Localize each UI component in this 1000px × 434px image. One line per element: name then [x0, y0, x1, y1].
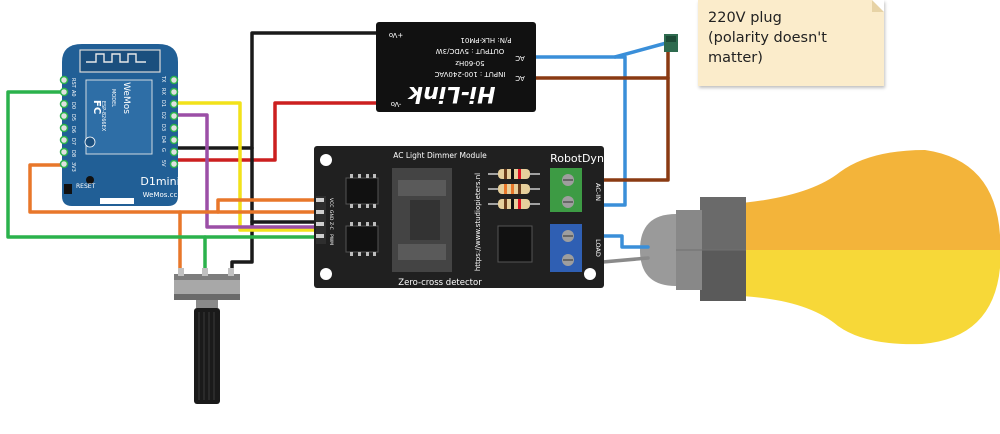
- wemos-d1mini: WeMos MODEL ESP-8266EX FC RESET D1mini W…: [59, 44, 180, 206]
- wire-green: [6, 90, 207, 276]
- wemos-pin-label: RX: [160, 88, 166, 95]
- wemos-pin-rst: [59, 75, 69, 85]
- dimmer-brand: RobotDyn: [550, 152, 604, 165]
- bulb-base-tip: [640, 214, 676, 286]
- wemos-pin-rx: [169, 87, 179, 97]
- wemos-brand: WeMos: [121, 82, 131, 114]
- resistors: [488, 169, 540, 209]
- wemos-pin-label: D2: [160, 112, 166, 119]
- dimmer-load: LOAD: [594, 239, 602, 257]
- wemos-pin-d1: [169, 99, 179, 109]
- light-bulb: [640, 150, 1000, 345]
- wemos-pin-label: D5: [70, 114, 76, 121]
- wire-blue: [533, 40, 672, 59]
- pot-knob: [194, 308, 220, 404]
- hilink-pin-ac2: AC: [515, 74, 525, 82]
- hilink-pin-vo-minus: -Vo: [391, 100, 402, 108]
- wemos-pin-label: D1: [160, 100, 166, 107]
- wemos-chip: ESP-8266EX: [100, 101, 106, 132]
- hilink-pin-vo-plus: +Vo: [389, 31, 403, 39]
- wemos-pin-label: RST: [70, 78, 76, 89]
- wire-black: [230, 31, 384, 276]
- wemos-pin-label: D4: [160, 136, 166, 143]
- wemos-pin-3v3: [59, 159, 69, 169]
- wemos-pin-d4: [169, 135, 179, 145]
- wemos-pin-label: A0: [70, 90, 76, 97]
- dimmer-pin-z-c: [316, 222, 324, 226]
- optocoupler-1: [345, 177, 379, 205]
- hilink-input: INPUT : 100-240VAC: [434, 70, 505, 78]
- wire-red: [174, 101, 384, 162]
- dimmer-website: https://www.studiopieters.nl: [474, 173, 482, 271]
- wemos-model-label: MODEL: [110, 89, 116, 107]
- wemos-pin-d6: [59, 123, 69, 133]
- wemos-pin-a0: [59, 87, 69, 97]
- hilink-brand: Hi-Link: [407, 81, 495, 106]
- ac-plug: [664, 34, 678, 52]
- dimmer-ac-in: AC-IN: [594, 183, 602, 201]
- moc-chip: [497, 225, 533, 263]
- wire-yellow: [174, 101, 320, 232]
- wemos-pin-d2: [169, 111, 179, 121]
- dimmer-pin-label: VCC: [328, 198, 334, 207]
- dimmer-pin-gnd: [316, 210, 324, 214]
- note-fold: [872, 0, 884, 12]
- bulb-glass-bottom: [742, 250, 1000, 345]
- wemos-pin-5v: [169, 159, 179, 169]
- note-220v-plug: 220V plug (polarity doesn't matter): [698, 0, 884, 86]
- hilink-pin-ac1: AC: [515, 54, 525, 62]
- wemos-pin-d3: [169, 123, 179, 133]
- dimmer-title: AC Light Dimmer Module: [393, 151, 487, 160]
- dimmer-pin-pwm: [316, 234, 324, 238]
- hilink-output: OUTPUT : 5VDC/3W: [436, 47, 505, 55]
- wemos-pin-label: TX: [160, 75, 166, 83]
- note-text: 220V plug (polarity doesn't matter): [708, 10, 827, 66]
- optocoupler-2: [345, 225, 379, 253]
- wemos-pin-tx: [169, 75, 179, 85]
- wemos-pin-d7: [59, 135, 69, 145]
- bulb-glass-top: [742, 150, 1000, 250]
- wemos-pin-d8: [59, 147, 69, 157]
- wemos-pin-label: G: [160, 148, 166, 152]
- wire-orange: [28, 163, 320, 214]
- wire-purple: [174, 113, 320, 229]
- hilink-module: P/N: HLK-PM01 OUTPUT : 5VDC/3W 50-60Hz I…: [376, 22, 536, 112]
- wemos-model: D1mini: [140, 175, 179, 188]
- wemos-pin-label: D6: [70, 126, 76, 133]
- potentiometer: [174, 268, 240, 404]
- wemos-pin-label: D8: [70, 150, 76, 157]
- dimmer-pin-label: GND: [328, 210, 334, 221]
- wemos-reset: RESET: [76, 183, 96, 190]
- hilink-hz: 50-60Hz: [455, 59, 485, 67]
- hilink-pn: P/N: HLK-PM01: [460, 36, 511, 44]
- dimmer-pin-label: Z-C: [328, 222, 334, 230]
- fc-logo: FC: [91, 100, 102, 114]
- dimmer-pin-label: PWM: [328, 234, 334, 245]
- wemos-pin-g: [169, 147, 179, 157]
- wemos-pin-label: D3: [160, 124, 166, 131]
- wemos-site: WeMos.cc: [143, 191, 178, 199]
- wemos-pin-label: 3V3: [70, 162, 76, 172]
- wemos-pin-d5: [59, 111, 69, 121]
- wemos-shield: [85, 79, 153, 155]
- wemos-pin-label: D7: [70, 138, 76, 145]
- wemos-pin-label: D0: [70, 102, 76, 109]
- dimmer-pin-vcc: [316, 198, 324, 202]
- wemos-pin-d0: [59, 99, 69, 109]
- wemos-pin-label: 5V: [160, 160, 166, 167]
- dimmer-zero-cross: Zero-cross detector: [398, 278, 482, 288]
